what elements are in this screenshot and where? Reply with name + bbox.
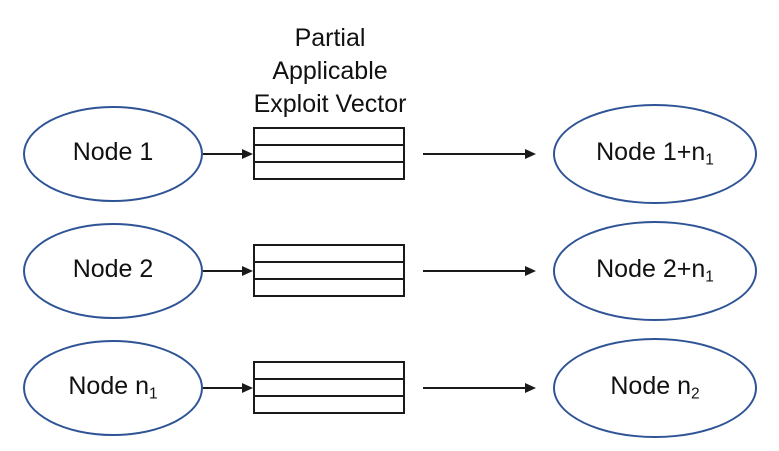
arrow-shaft (203, 387, 242, 389)
diagram-title: Partial Applicable Exploit Vector (219, 22, 441, 121)
node-source-3: Node n1 (23, 340, 203, 436)
exploit-vector-box-2 (253, 244, 405, 297)
node-target-1-label: Node 1+n1 (596, 138, 714, 169)
arrow-shaft (423, 387, 525, 389)
vector-cell (255, 363, 403, 378)
node-source-3-label: Node n1 (68, 372, 158, 403)
vector-cell (255, 378, 403, 395)
arrow-shaft (423, 153, 525, 155)
diagram-title-line1: Partial (294, 24, 366, 52)
arrowhead-icon (242, 266, 253, 276)
arrowhead-icon (525, 149, 536, 159)
vector-cell (255, 144, 403, 161)
node-source-2: Node 2 (23, 223, 203, 319)
node-target-1: Node 1+n1 (553, 104, 757, 204)
arrow-vector-to-target-2 (423, 265, 536, 277)
arrow-vector-to-target-1 (423, 148, 536, 160)
arrowhead-icon (242, 149, 253, 159)
vector-cell (255, 395, 403, 412)
arrow-source-to-vector-1 (203, 148, 253, 160)
node-source-1-label: Node 1 (72, 138, 154, 167)
node-target-3: Node n2 (553, 338, 757, 438)
vector-cell (255, 161, 403, 178)
arrowhead-icon (525, 266, 536, 276)
exploit-vector-box-3 (253, 361, 405, 414)
node-source-1: Node 1 (23, 106, 203, 202)
node-source-2-label: Node 2 (72, 255, 154, 284)
arrow-source-to-vector-2 (203, 265, 253, 277)
arrow-shaft (203, 153, 242, 155)
vector-cell (255, 261, 403, 278)
node-target-3-subscript: 2 (691, 385, 700, 403)
node-target-2-subscript: 1 (705, 268, 714, 286)
node-target-3-label: Node n2 (610, 372, 700, 403)
arrowhead-icon (525, 383, 536, 393)
node-target-2-label: Node 2+n1 (596, 255, 714, 286)
arrowhead-icon (242, 383, 253, 393)
arrow-vector-to-target-3 (423, 382, 536, 394)
node-target-2: Node 2+n1 (553, 221, 757, 321)
vector-cell (255, 278, 403, 295)
arrow-source-to-vector-3 (203, 382, 253, 394)
node-target-1-subscript: 1 (705, 151, 714, 169)
diagram-title-line2: Applicable (272, 57, 388, 85)
vector-cell (255, 246, 403, 261)
diagram-title-line3: Exploit Vector (253, 90, 407, 118)
node-source-3-subscript: 1 (149, 385, 158, 403)
arrow-shaft (423, 270, 525, 272)
exploit-vector-box-1 (253, 127, 405, 180)
vector-cell (255, 129, 403, 144)
arrow-shaft (203, 270, 242, 272)
